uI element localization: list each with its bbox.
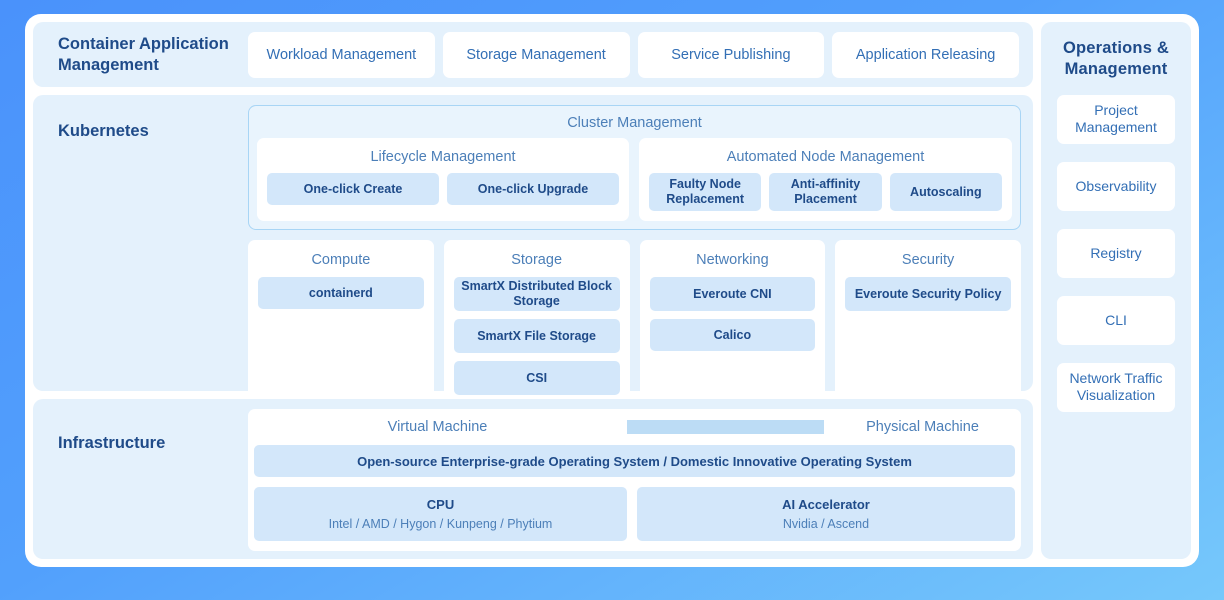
operating-system-bar[interactable]: Open-source Enterprise-grade Operating S… (254, 445, 1015, 477)
chip-storage-management[interactable]: Storage Management (442, 31, 630, 78)
pillar-title-storage: Storage (511, 252, 563, 268)
chip-autoscaling[interactable]: Autoscaling (889, 173, 1002, 211)
kubernetes-pillar-columns: Compute containerd Storage SmartX Distri… (248, 240, 1021, 402)
group-title-lifecycle-management: Lifecycle Management (370, 149, 516, 165)
pillar-items-networking: Everoute CNI Calico (649, 277, 816, 351)
chip-smartx-distributed-block-storage[interactable]: SmartX Distributed Block Storage (453, 277, 620, 311)
layer-stack-column: Container Application Management Workloa… (33, 22, 1033, 559)
pillar-security: Security Everoute Security Policy (835, 240, 1021, 402)
infrastructure-panel: Virtual Machine Physical Machine Open-so… (248, 409, 1021, 551)
sidebar-item-project-management[interactable]: Project Management (1057, 94, 1175, 144)
app-management-chip-row: Workload Management Storage Management S… (248, 31, 1021, 78)
hardware-box-ai-accelerator[interactable]: AI Accelerator Nvidia / Ascend (637, 487, 1015, 541)
pillar-networking: Networking Everoute CNI Calico (639, 240, 826, 402)
layer-body-kubernetes: Cluster Management Lifecycle Management … (248, 95, 1033, 402)
infrastructure-header-row: Virtual Machine Physical Machine (248, 409, 1021, 445)
chip-csi[interactable]: CSI (453, 361, 620, 395)
chip-smartx-file-storage[interactable]: SmartX File Storage (453, 319, 620, 353)
sidebar-item-registry[interactable]: Registry (1057, 228, 1175, 278)
pillar-title-compute: Compute (311, 252, 371, 268)
pillar-items-security: Everoute Security Policy (845, 277, 1011, 311)
cluster-management-groups: Lifecycle Management One-click Create On… (257, 138, 1012, 221)
chip-one-click-upgrade[interactable]: One-click Upgrade (447, 173, 619, 205)
pillar-title-networking: Networking (696, 252, 769, 268)
hardware-row: CPU Intel / AMD / Hygon / Kunpeng / Phyt… (254, 487, 1015, 541)
layer-label-container-application-management: Container Application Management (58, 34, 229, 74)
cluster-management-title: Cluster Management (567, 115, 702, 131)
infrastructure-header-divider (627, 420, 824, 434)
sidebar-item-list: Project Management Observability Registr… (1057, 94, 1175, 412)
layer-label-kubernetes: Kubernetes (58, 122, 149, 140)
lifecycle-management-chip-row: One-click Create One-click Upgrade (267, 173, 619, 205)
layer-container-application-management: Container Application Management Workloa… (33, 22, 1033, 87)
pillar-storage: Storage SmartX Distributed Block Storage… (443, 240, 630, 402)
layer-infrastructure: Infrastructure Virtual Machine Physical … (33, 399, 1033, 559)
architecture-diagram-card: Container Application Management Workloa… (25, 14, 1199, 567)
layer-body-infrastructure: Virtual Machine Physical Machine Open-so… (248, 399, 1033, 559)
group-title-automated-node-management: Automated Node Management (726, 149, 925, 165)
operations-management-sidebar: Operations & Management Project Manageme… (1041, 22, 1191, 559)
sidebar-item-network-traffic-visualization[interactable]: Network Traffic Visualization (1057, 362, 1175, 412)
cluster-management-panel: Cluster Management Lifecycle Management … (248, 105, 1021, 230)
header-physical-machine: Physical Machine (866, 419, 979, 435)
chip-everoute-cni[interactable]: Everoute CNI (649, 277, 816, 311)
pillar-compute: Compute containerd (248, 240, 434, 402)
group-lifecycle-management: Lifecycle Management One-click Create On… (257, 138, 629, 221)
sidebar-item-cli[interactable]: CLI (1057, 295, 1175, 345)
layer-body-container-application-management: Workload Management Storage Management S… (248, 22, 1033, 87)
chip-service-publishing[interactable]: Service Publishing (637, 31, 825, 78)
chip-workload-management[interactable]: Workload Management (248, 31, 435, 78)
hardware-box-cpu[interactable]: CPU Intel / AMD / Hygon / Kunpeng / Phyt… (254, 487, 627, 541)
chip-application-releasing[interactable]: Application Releasing (832, 31, 1019, 78)
pillar-title-security: Security (901, 252, 955, 268)
chip-containerd[interactable]: containerd (258, 277, 424, 309)
layer-label-infrastructure: Infrastructure (58, 434, 166, 452)
layer-kubernetes: Kubernetes Cluster Management Lifecycle … (33, 95, 1033, 402)
pillar-items-compute: containerd (258, 277, 424, 309)
header-virtual-machine: Virtual Machine (387, 419, 488, 435)
hardware-title-ai-accelerator: AI Accelerator (782, 497, 870, 512)
group-automated-node-management: Automated Node Management Faulty Node Re… (639, 138, 1012, 221)
chip-anti-affinity-placement[interactable]: Anti-affinity Placement (769, 173, 882, 211)
automated-node-management-chip-row: Faulty Node Replacement Anti-affinity Pl… (649, 173, 1002, 211)
chip-faulty-node-replacement[interactable]: Faulty Node Replacement (649, 173, 762, 211)
sidebar-title: Operations & Management (1062, 39, 1169, 79)
hardware-title-cpu: CPU (426, 497, 455, 512)
chip-calico[interactable]: Calico (649, 319, 816, 351)
hardware-vendors-cpu: Intel / AMD / Hygon / Kunpeng / Phytium (328, 517, 553, 531)
pillar-items-storage: SmartX Distributed Block Storage SmartX … (453, 277, 620, 395)
chip-one-click-create[interactable]: One-click Create (267, 173, 439, 205)
chip-everoute-security-policy[interactable]: Everoute Security Policy (845, 277, 1011, 311)
sidebar-item-observability[interactable]: Observability (1057, 161, 1175, 211)
hardware-vendors-ai-accelerator: Nvidia / Ascend (782, 517, 870, 531)
